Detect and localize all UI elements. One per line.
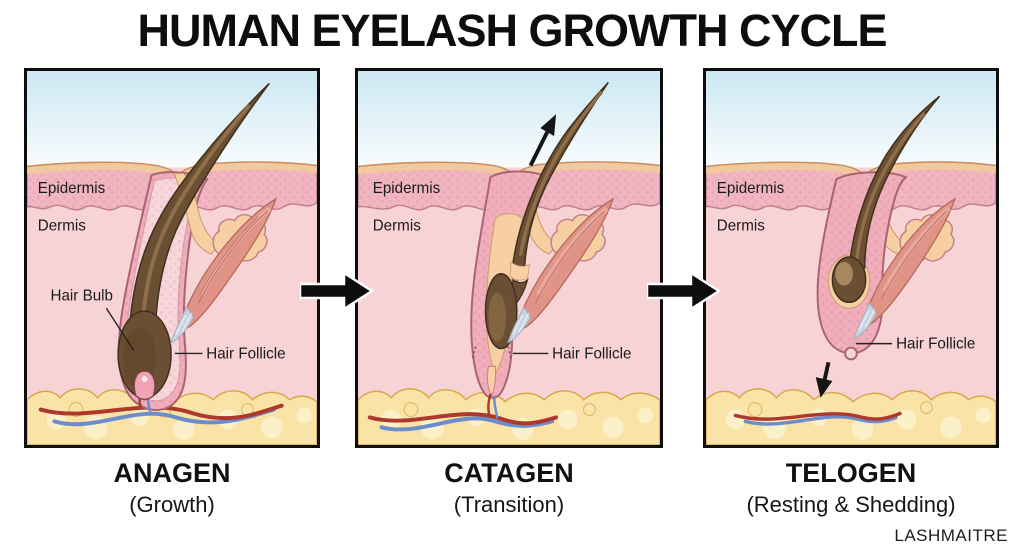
epidermis-label: Epidermis <box>373 180 441 197</box>
arrector-pili-muscle <box>507 197 615 344</box>
hair-follicle-label: Hair Follicle <box>896 336 975 353</box>
stage-substage: (Growth) <box>129 492 215 517</box>
panel-labels: Epidermis Dermis Hair Bulb Hair Follicle <box>38 180 286 362</box>
blood-vessels <box>38 403 284 427</box>
panel-labels: Epidermis Dermis Hair Follicle <box>373 180 632 362</box>
arrector-pili-muscle <box>170 197 277 344</box>
hair-bulb-pointer-line <box>105 307 135 351</box>
sky-background <box>706 71 996 180</box>
hair-bulb <box>117 310 172 401</box>
caption-anagen: ANAGEN (Growth) <box>24 458 320 518</box>
sheath-bottom-notch <box>844 346 858 361</box>
panel-anagen: Epidermis Dermis Hair Bulb Hair Follicle <box>24 68 320 448</box>
hair-bulb-label: Hair Bulb <box>51 287 113 304</box>
stage-name: TELOGEN <box>785 458 917 488</box>
caption-catagen: CATAGEN (Transition) <box>355 458 663 518</box>
telogen-illustration: Epidermis Dermis Hair Follicle <box>706 71 996 445</box>
hair-follicle-label: Hair Follicle <box>206 345 285 362</box>
panel-catagen: Epidermis Dermis Hair Follicle <box>355 68 663 448</box>
dermis-label: Dermis <box>38 217 86 234</box>
stage-name: ANAGEN <box>113 458 231 488</box>
shedding-direction-arrow-icon <box>815 361 833 398</box>
caption-telogen: TELOGEN (Resting & Shedding) <box>703 458 999 518</box>
club-hair-bulb <box>484 273 518 350</box>
arrector-pili-muscle <box>853 197 956 340</box>
growth-direction-arrow-icon <box>528 114 557 167</box>
flow-arrow-icon <box>647 271 721 311</box>
epidermis-label: Epidermis <box>717 180 785 197</box>
dermis-label: Dermis <box>373 217 421 234</box>
anagen-illustration: Epidermis Dermis Hair Bulb Hair Follicle <box>27 71 317 445</box>
panel-labels: Epidermis Dermis Hair Follicle <box>717 180 976 353</box>
brand-watermark: LASHMAITRE <box>894 526 1008 545</box>
blood-vessels <box>367 412 559 432</box>
page-title: HUMAN EYELASH GROWTH CYCLE <box>137 5 888 56</box>
stage-name: CATAGEN <box>444 458 574 488</box>
catagen-illustration: Epidermis Dermis Hair Follicle <box>358 71 660 445</box>
epidermis-label: Epidermis <box>38 180 106 197</box>
dermis-label: Dermis <box>717 217 765 234</box>
hair-follicle-label: Hair Follicle <box>552 345 631 362</box>
hair-shaft <box>509 82 609 307</box>
sky-background <box>358 71 660 180</box>
blood-vessels <box>733 411 902 426</box>
vessel-branches <box>487 393 499 419</box>
club-hair-bulb <box>831 256 867 304</box>
stage-substage: (Resting & Shedding) <box>746 492 956 517</box>
panel-telogen: Epidermis Dermis Hair Follicle <box>703 68 999 448</box>
flow-arrow-icon <box>300 271 374 311</box>
sky-background <box>27 71 317 180</box>
stage-substage: (Transition) <box>453 492 565 517</box>
